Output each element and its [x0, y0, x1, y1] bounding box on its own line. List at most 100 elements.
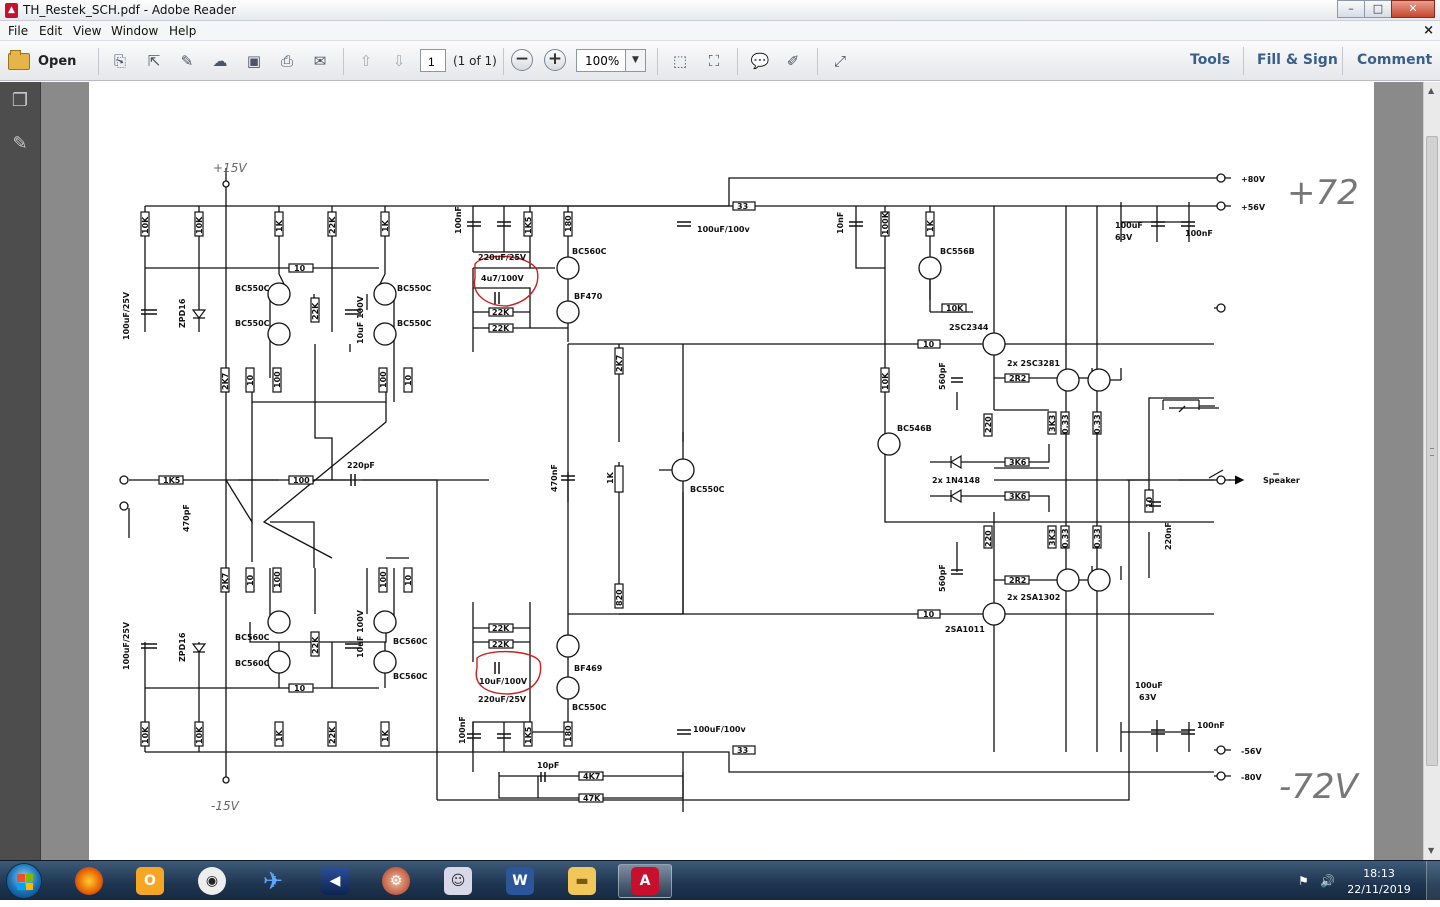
taskbar-explorer[interactable]: ▬ [555, 864, 609, 898]
print-icon[interactable]: ⎙ [280, 52, 293, 70]
show-desktop-button[interactable] [1426, 861, 1440, 901]
taskbar-app-7[interactable]: ☺ [431, 864, 485, 898]
export-pdf-icon[interactable]: ⇱ [147, 52, 161, 70]
label-r-10k-3: 10K [141, 726, 150, 744]
label-r-220-top: 220 [984, 416, 993, 433]
firefox-icon [75, 867, 103, 895]
menu-edit[interactable]: Edit [39, 24, 63, 38]
toolbar-separator [737, 48, 738, 75]
folder-explorer-icon: ▬ [568, 867, 596, 895]
label-r-2k7-top: 2K7 [221, 373, 230, 390]
comment-pane-link[interactable]: Comment [1357, 52, 1433, 68]
label-c-470pf: 470pF [182, 504, 191, 532]
label-r-22k-e: 22K [492, 640, 510, 649]
menu-view[interactable]: View [73, 24, 102, 38]
cloud-upload-icon[interactable]: ☁ [212, 52, 228, 70]
label-r-10k-r: 10K [881, 372, 890, 390]
maximize-button[interactable]: □ [1364, 0, 1392, 18]
label-r-220-bot: 220 [984, 530, 993, 547]
label-q-2sa1011: 2SA1011 [945, 625, 985, 634]
pages-icon[interactable]: ❐ [11, 90, 29, 111]
volume-icon[interactable]: 🔊 [1320, 874, 1335, 888]
menu-help[interactable]: Help [169, 24, 197, 38]
paperclip-icon[interactable]: ✎ [12, 133, 28, 154]
label-r-33-bot: 33 [737, 746, 748, 755]
label-r-10-dr2: 10 [923, 610, 935, 619]
adobe-reader-taskbar-icon: A [631, 867, 659, 895]
save-icon[interactable]: ▣ [246, 52, 262, 70]
edit-pdf-icon[interactable]: ✎ [180, 52, 194, 70]
zoom-out-button[interactable]: − [511, 49, 533, 71]
label-r-10-out: 10 [1145, 496, 1154, 508]
document-viewport[interactable]: +15V -15V +80V +56V -56V -80V Speaker +7… [41, 82, 1423, 860]
app-6-icon: ⚙ [382, 867, 410, 895]
scroll-thumb[interactable] [1426, 136, 1438, 766]
email-icon[interactable]: ✉ [313, 52, 327, 70]
clock-time[interactable]: 18:13 [1363, 867, 1395, 880]
zoom-select[interactable]: 100% ▼ [576, 49, 646, 72]
start-button[interactable] [6, 863, 42, 899]
close-button[interactable]: ✕ [1391, 0, 1435, 18]
highlight-icon[interactable]: ✐ [786, 52, 800, 70]
taskbar-outlook[interactable]: O [123, 864, 177, 898]
taskbar-app-5[interactable]: ◀ [308, 864, 362, 898]
transistor-symbols [267, 256, 1111, 700]
label-c-220uf25-bot: 220uF/25V [478, 695, 527, 704]
chevron-down-icon[interactable]: ▼ [625, 50, 645, 71]
fit-width-icon[interactable]: ⛶ [708, 52, 720, 70]
taskbar-app-3[interactable]: ◉ [185, 864, 239, 898]
label-r-100k: 100K [881, 211, 890, 235]
pdf-page: +15V -15V +80V +56V -56V -80V Speaker +7… [89, 82, 1374, 860]
label-q-bc560c-top: BC560C [572, 247, 607, 256]
label-c-10pf: 10pF [537, 761, 559, 770]
label-q-bf469: BF469 [574, 664, 603, 673]
close-document-icon[interactable]: × [1423, 23, 1434, 38]
open-button[interactable]: Open [8, 49, 76, 72]
tools-pane-link[interactable]: Tools [1190, 52, 1231, 68]
label-q-2sc2344: 2SC2344 [949, 323, 989, 332]
windows-logo-icon [17, 874, 33, 890]
scroll-down-icon[interactable]: ▼ [1428, 846, 1435, 855]
fit-page-icon[interactable]: ⬚ [672, 52, 688, 70]
label-zd-bot: ZPD16 [178, 632, 187, 662]
label-q-bc560c-bl1: BC560C [235, 633, 270, 642]
menu-file[interactable]: File [8, 24, 29, 38]
action-center-icon[interactable]: ⚑ [1298, 874, 1309, 888]
capacitor-symbols [141, 221, 1195, 782]
taskbar-firefox[interactable] [62, 864, 116, 898]
label-r-1k-3: 1K [275, 729, 284, 742]
label-c-63v-bot: 63V [1139, 693, 1157, 702]
taskbar-app-4[interactable]: ✈ [246, 864, 300, 898]
label-q-2sc3281: 2x 2SC3281 [1007, 359, 1060, 368]
zoom-in-button[interactable]: + [544, 49, 566, 71]
resistor-symbols [140, 201, 1154, 803]
menu-window[interactable]: Window [111, 24, 159, 38]
read-mode-icon[interactable]: ⤢ [833, 52, 846, 70]
zoom-value: 100% [585, 54, 620, 68]
next-page-icon[interactable]: ⇩ [392, 52, 406, 70]
taskbar-word[interactable]: W [493, 864, 547, 898]
taskbar-adobe-reader[interactable]: A [618, 864, 672, 898]
sticky-note-icon[interactable]: 💬 [750, 52, 770, 70]
label-c-560pf-top: 560pF [938, 362, 947, 390]
scroll-grip-icon [1430, 448, 1434, 456]
adobe-reader-icon: ▲ [5, 3, 18, 18]
minimize-button[interactable]: – [1337, 0, 1365, 18]
label-c-100nf-top: 100nF [454, 206, 463, 234]
clock-date[interactable]: 22/11/2019 [1347, 883, 1411, 896]
fill-sign-pane-link[interactable]: Fill & Sign [1257, 52, 1338, 68]
create-pdf-icon[interactable]: ⎘ [113, 52, 126, 70]
scroll-up-icon[interactable]: ▲ [1428, 86, 1435, 95]
rail-label-top: +15V [213, 161, 247, 175]
vertical-scrollbar[interactable]: ▲ ▼ [1423, 82, 1440, 860]
page-number-input[interactable] [420, 49, 446, 72]
previous-page-icon[interactable]: ⇧ [359, 52, 373, 70]
rail-label-bottom: -15V [211, 799, 240, 813]
taskbar-app-6[interactable]: ⚙ [369, 864, 423, 898]
label-c-10nf: 10nF [836, 212, 845, 234]
label-r-22k-d: 22K [492, 624, 510, 633]
navigation-pane: ❐ ✎ [0, 82, 41, 860]
label-q-bc560c-br1: BC560C [393, 637, 428, 646]
label-c-10uf100-mid: 10uF/100V [479, 677, 528, 686]
label-r-2k7-mid: 2K7 [615, 355, 624, 372]
